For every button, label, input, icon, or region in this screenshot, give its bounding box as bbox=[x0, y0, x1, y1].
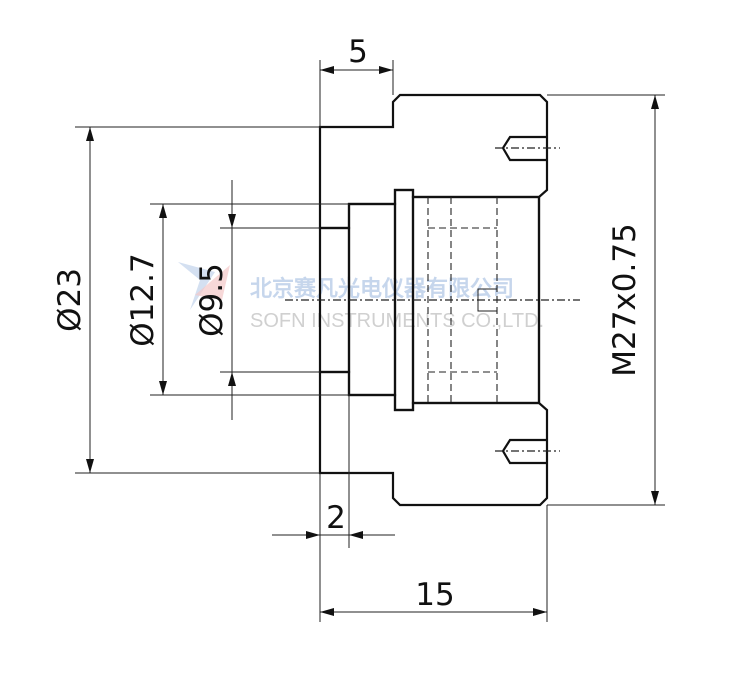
watermark-cn: 北京赛凡光电仪器有限公司 bbox=[250, 276, 514, 301]
watermark-en: SOFN INSTRUMENTS CO.,LTD. bbox=[250, 310, 544, 332]
watermark-logo bbox=[178, 262, 215, 310]
dimensions: 5 Ø23 Ø12.7 Ø9.5 M27x0.75 2 15 bbox=[52, 34, 665, 622]
dim-total-length: 15 bbox=[415, 577, 454, 613]
watermark: 北京赛凡光电仪器有限公司 SOFN INSTRUMENTS CO.,LTD. bbox=[178, 262, 544, 332]
dim-thread: M27x0.75 bbox=[607, 223, 643, 377]
screw-hole-bottom bbox=[501, 438, 547, 465]
part-section bbox=[285, 93, 580, 507]
screw-hole-top bbox=[501, 135, 547, 162]
dim-outer-diameter: Ø23 bbox=[52, 268, 88, 332]
dim-hole-diameter: Ø9.5 bbox=[194, 263, 230, 337]
dim-bore-diameter: Ø12.7 bbox=[125, 253, 161, 346]
upper-section bbox=[318, 93, 549, 230]
dim-flange-width: 5 bbox=[348, 34, 368, 70]
lower-section bbox=[318, 370, 549, 507]
dim-recess-depth: 2 bbox=[326, 500, 346, 536]
